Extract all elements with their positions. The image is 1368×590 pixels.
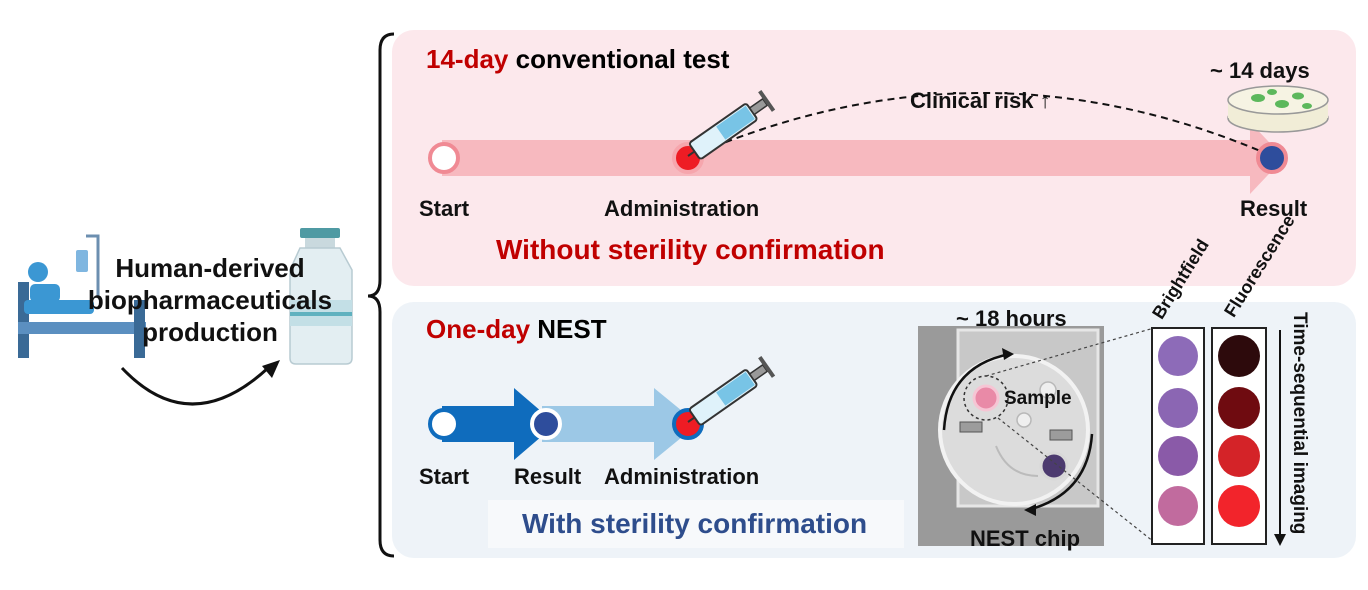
top-timeline — [428, 85, 1329, 194]
timeline-arrow — [442, 122, 1284, 194]
bottom-timeline — [428, 355, 776, 460]
bottom-administration-label: Administration — [604, 464, 760, 489]
top-title-highlight: 14-day — [426, 44, 509, 74]
top-title: 14-day conventional test — [426, 44, 729, 75]
top-start-label: Start — [419, 196, 470, 221]
result-node — [1256, 142, 1288, 174]
sample-label: Sample — [1004, 388, 1072, 409]
brightfield-well — [1158, 336, 1198, 376]
bottom-title-highlight: One-day — [426, 314, 531, 344]
with-sterility-caption: With sterility confirmation — [522, 508, 868, 539]
nest-chip-figure — [918, 326, 1286, 546]
syringe-icon — [687, 89, 776, 160]
arrow-head — [262, 360, 280, 378]
rotation-arrow-left — [942, 352, 1011, 431]
top-result-label: Result — [1240, 196, 1308, 221]
clinical-risk-label: Clinical risk ↑ — [910, 88, 1051, 113]
timeline-arrow-dark — [442, 388, 556, 460]
curly-brace — [367, 32, 395, 558]
nest-duration: ~ 18 hours — [956, 306, 1067, 331]
top-administration-label: Administration — [604, 196, 760, 221]
detection-well — [1039, 451, 1069, 481]
sample-well — [972, 384, 1000, 412]
start-node — [428, 142, 460, 174]
bottom-start-label: Start — [419, 464, 470, 489]
risk-arc — [691, 92, 1273, 157]
caption-background — [488, 500, 904, 548]
bottom-syringe-icon — [687, 355, 776, 426]
time-sequential-label: Time-sequential imaging — [1289, 312, 1310, 535]
patient-bed-icon — [18, 234, 146, 358]
petri-dish-icon — [1227, 85, 1329, 133]
fluorescence-well — [1218, 387, 1260, 429]
brightfield-well — [1158, 388, 1198, 428]
vial-icon — [289, 228, 353, 365]
production-label: Human-derived biopharmaceuticals product… — [60, 252, 360, 348]
without-sterility-caption: Without sterility confirmation — [496, 234, 885, 265]
left-illustration — [18, 228, 353, 406]
production-line-2: biopharmaceuticals — [87, 285, 333, 315]
bottom-result-node — [530, 408, 562, 440]
fluorescence-well — [1218, 335, 1260, 377]
nest-chip-label: NEST chip — [970, 526, 1081, 551]
production-line-1: Human-derived — [115, 253, 305, 283]
curved-arrow — [120, 366, 270, 406]
top-duration: ~ 14 days — [1210, 58, 1310, 83]
rotation-arrow-right — [1027, 433, 1094, 512]
fluorescence-well — [1218, 485, 1260, 527]
top-title-rest: conventional test — [515, 44, 730, 74]
brightfield-well — [1158, 486, 1198, 526]
bottom-result-label: Result — [514, 464, 582, 489]
timeline-arrow-light — [542, 388, 698, 460]
bottom-title-rest: NEST — [537, 314, 607, 344]
bottom-start-node — [428, 408, 460, 440]
production-line-3: production — [142, 317, 278, 347]
bottom-title: One-day NEST — [426, 314, 607, 345]
fluorescence-well — [1218, 435, 1260, 477]
brightfield-well — [1158, 436, 1198, 476]
